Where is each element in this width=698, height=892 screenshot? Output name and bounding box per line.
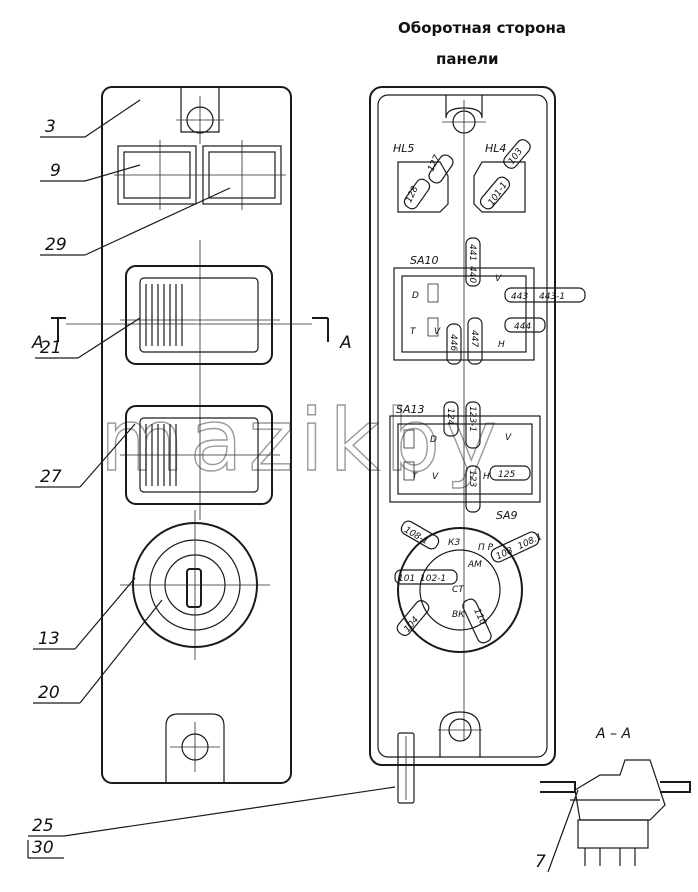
svg-text:440: 440 (467, 266, 477, 283)
svg-text:А – А: А – А (595, 726, 631, 742)
callout-20: 20 (38, 683, 60, 703)
section-marker-left: А (31, 317, 66, 353)
svg-text:СТ: СТ (452, 585, 465, 595)
svg-text:HL4: HL4 (485, 142, 506, 155)
callout-3: 3 (45, 117, 56, 137)
svg-text:ВК: ВК (452, 610, 465, 620)
section-view: А – А 7 (535, 726, 691, 873)
title-line-2: панели (436, 50, 499, 68)
callout-21: 21 (40, 338, 62, 358)
svg-text:102-1: 102-1 (420, 574, 446, 584)
svg-text:443: 443 (511, 292, 528, 302)
svg-text:SA13: SA13 (396, 403, 425, 416)
svg-text:А: А (339, 333, 352, 353)
front-panel (101, 86, 292, 784)
svg-text:123-1: 123-1 (467, 406, 477, 432)
svg-text:V: V (432, 472, 439, 482)
callout-13: 13 (38, 629, 60, 649)
svg-text:V: V (505, 433, 512, 443)
svg-text:SA9: SA9 (496, 509, 518, 522)
svg-text:446: 446 (448, 334, 458, 351)
title-line-1: Оборотная сторона (398, 19, 566, 37)
svg-text:V: V (434, 327, 441, 337)
svg-text:123: 123 (467, 470, 477, 487)
callouts: 3 9 29 21 27 13 20 25 30 (27, 99, 396, 859)
svg-text:H: H (498, 340, 505, 350)
svg-text:HL5: HL5 (393, 142, 414, 155)
svg-text:T: T (410, 327, 417, 337)
svg-text:А: А (31, 333, 44, 353)
svg-text:101-1: 101-1 (487, 181, 510, 208)
svg-text:125: 125 (498, 470, 515, 480)
svg-text:444: 444 (514, 322, 531, 332)
svg-text:443-1: 443-1 (539, 292, 565, 302)
svg-text:КЗ: КЗ (448, 538, 460, 548)
callout-9: 9 (50, 161, 61, 181)
svg-text:124: 124 (445, 408, 455, 425)
svg-text:SA10: SA10 (410, 254, 439, 267)
svg-text:108.1: 108.1 (516, 532, 544, 552)
callout-27: 27 (40, 467, 62, 487)
svg-text:АМ: АМ (467, 560, 482, 570)
svg-text:D: D (412, 291, 419, 301)
svg-text:447: 447 (469, 330, 479, 347)
svg-text:D: D (430, 435, 437, 445)
callout-30: 30 (32, 838, 54, 858)
svg-text:H: H (483, 472, 490, 482)
svg-text:П Р: П Р (478, 543, 494, 553)
svg-text:T: T (412, 472, 419, 482)
svg-text:101: 101 (398, 574, 415, 584)
svg-text:V: V (495, 274, 502, 284)
callout-25: 25 (32, 816, 54, 836)
svg-text:108-1: 108-1 (402, 525, 430, 547)
svg-text:128: 128 (404, 184, 420, 204)
callout-29: 29 (45, 235, 67, 255)
svg-text:103: 103 (507, 147, 525, 167)
callout-7: 7 (535, 852, 546, 872)
back-panel: HL5 HL4 127 128 103 101-1 SA10 D T V V H… (369, 86, 586, 804)
svg-text:110: 110 (471, 607, 487, 627)
watermark: mazikby (100, 391, 503, 491)
svg-text:441: 441 (467, 244, 477, 261)
section-marker-right: А (312, 317, 352, 353)
